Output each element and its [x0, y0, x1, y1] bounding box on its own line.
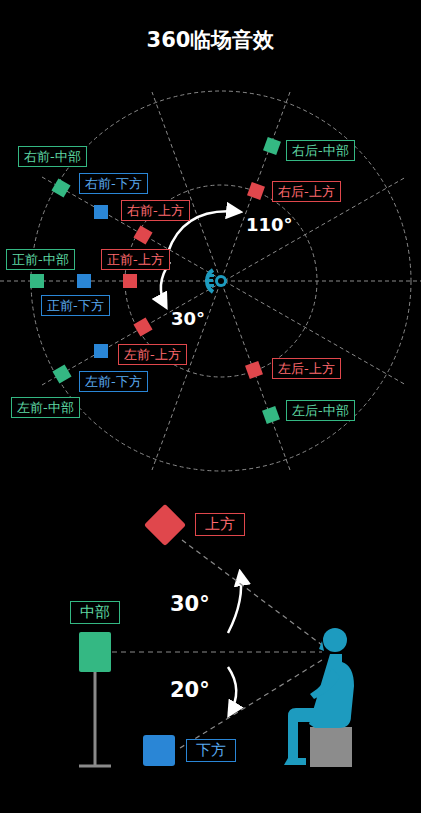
side-speakers	[79, 504, 186, 766]
label-text: 右前-上方	[127, 203, 184, 218]
label-text: 左前-下方	[85, 374, 142, 389]
angle-label: 30°	[170, 592, 210, 616]
listener-top-view	[205, 270, 227, 292]
speaker-label: 下方	[186, 739, 236, 762]
label-text: 右前-中部	[24, 149, 81, 164]
speaker-label: 左后-中部	[286, 400, 355, 421]
speaker-label: 上方	[195, 513, 245, 536]
seated-person	[284, 628, 354, 767]
label-text: 上方	[205, 515, 235, 533]
speaker-label: 左前-下方	[79, 371, 148, 392]
label-text: 右后-中部	[292, 143, 349, 158]
label-text: 左前-上方	[124, 347, 181, 362]
label-text: 左后-上方	[278, 361, 335, 376]
label-text: 右前-下方	[85, 176, 142, 191]
speaker-label: 右后-中部	[286, 140, 355, 161]
angle-label: 110°	[246, 214, 293, 235]
speaker-label: 正前-上方	[101, 249, 170, 270]
label-text: 左前-中部	[17, 400, 74, 415]
speaker-label: 左前-上方	[118, 344, 187, 365]
label-text: 正前-上方	[107, 252, 164, 267]
label-text: 下方	[196, 741, 226, 759]
speaker-label: 右前-上方	[121, 200, 190, 221]
guide-lines	[0, 91, 421, 471]
angle-label: 30°	[171, 308, 205, 329]
label-text: 右后-上方	[278, 184, 335, 199]
label-text: 正前-中部	[12, 252, 69, 267]
angle-arrows	[161, 211, 241, 715]
title: 360临场音效	[0, 26, 421, 54]
speaker-label: 右后-上方	[272, 181, 341, 202]
speaker-markers	[30, 137, 281, 424]
label-text: 中部	[80, 603, 110, 621]
speaker-label: 正前-中部	[6, 249, 75, 270]
label-text: 左后-中部	[292, 403, 349, 418]
label-text: 正前-下方	[47, 298, 104, 313]
speaker-label: 正前-下方	[41, 295, 110, 316]
speaker-label: 右前-中部	[18, 146, 87, 167]
angle-label: 20°	[170, 678, 210, 702]
speaker-label: 右前-下方	[79, 173, 148, 194]
speaker-label: 左后-上方	[272, 358, 341, 379]
speaker-label: 中部	[70, 601, 120, 624]
speaker-label: 左前-中部	[11, 397, 80, 418]
